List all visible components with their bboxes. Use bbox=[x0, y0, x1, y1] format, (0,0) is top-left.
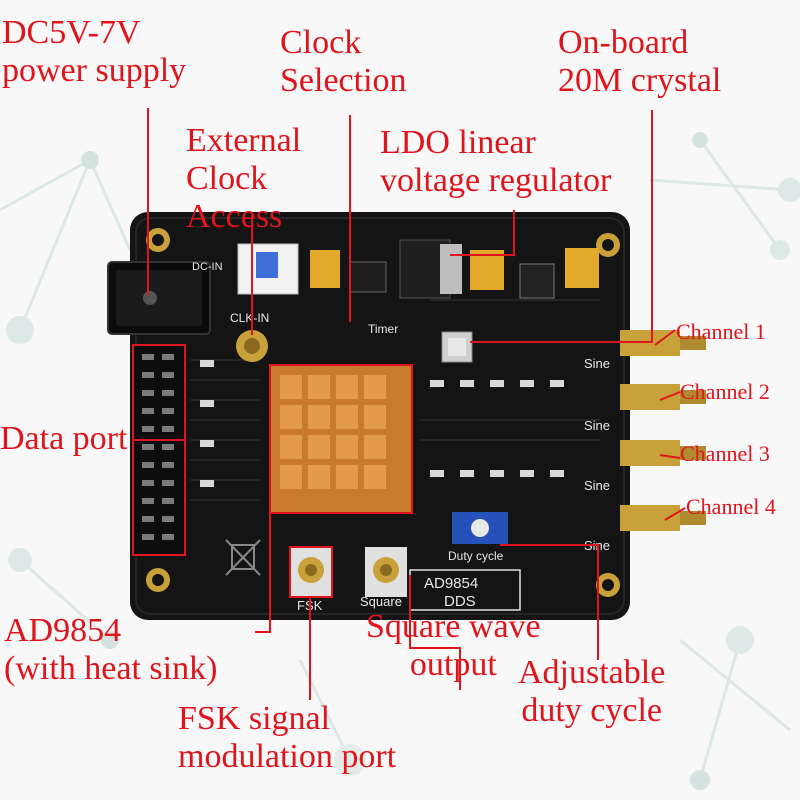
callout-channel-3: Channel 3 bbox=[680, 441, 770, 466]
callout-clock-selection-line2: Selection bbox=[280, 62, 407, 100]
sma-clk-in bbox=[236, 330, 268, 362]
dc-jack bbox=[107, 261, 211, 335]
silk-dc-in: DC-IN bbox=[192, 261, 223, 273]
sma-fsk-square bbox=[289, 546, 407, 598]
silk-sine-2: Sine bbox=[584, 418, 610, 433]
duty-cycle-potentiometer bbox=[452, 512, 508, 544]
data-port-header bbox=[132, 344, 186, 556]
callout-crystal-line1: On-board bbox=[558, 24, 689, 61]
callout-ad9854-line1: AD9854 bbox=[4, 612, 122, 649]
callout-clock-selection: Clock Selection bbox=[280, 24, 407, 100]
callout-ad9854-line2: (with heat sink) bbox=[4, 650, 218, 688]
silk-clk-in: CLK-IN bbox=[230, 311, 269, 325]
silk-square: Square bbox=[360, 594, 402, 609]
callout-power: DC5V-7V power supply bbox=[2, 14, 186, 90]
silk-sine-1: Sine bbox=[584, 356, 610, 371]
callout-ldo-line2: voltage regulator bbox=[380, 162, 612, 200]
callout-crystal-line2: 20M crystal bbox=[558, 62, 722, 100]
background-network bbox=[0, 132, 800, 790]
callout-power-line1: DC5V-7V bbox=[2, 14, 141, 51]
callout-ldo: LDO linear voltage regulator bbox=[380, 124, 611, 200]
silk-chip-line2: DDS bbox=[444, 593, 476, 610]
clock-select-jumper bbox=[237, 243, 299, 295]
callout-external-clock: External Clock Access bbox=[186, 122, 301, 236]
callout-channel-1: Channel 1 bbox=[676, 319, 766, 344]
callout-external-clock-line3: Access bbox=[186, 198, 283, 236]
heatsink bbox=[269, 364, 413, 514]
callout-crystal: On-board 20M crystal bbox=[558, 24, 721, 100]
callout-data-port: Data port bbox=[0, 420, 128, 457]
callout-external-clock-line2: Clock bbox=[186, 160, 268, 198]
callout-fsk-line1: FSK signal bbox=[178, 700, 331, 737]
callout-fsk: FSK signal modulation port bbox=[178, 700, 396, 776]
silk-chip-line1: AD9854 bbox=[424, 575, 478, 592]
callout-ad9854: AD9854 (with heat sink) bbox=[4, 612, 217, 688]
callout-duty-cycle-line2: duty cycle bbox=[521, 692, 662, 730]
weee-mark-icon bbox=[225, 539, 261, 576]
silk-sine-3: Sine bbox=[584, 478, 610, 493]
callout-square-wave-line1: Square wave bbox=[366, 608, 541, 645]
crystal bbox=[441, 331, 473, 363]
callout-square-wave-line2: output bbox=[409, 646, 497, 684]
callout-channel-2: Channel 2 bbox=[680, 379, 770, 404]
callout-ldo-line1: LDO linear bbox=[380, 124, 536, 161]
callout-duty-cycle-line1: Adjustable bbox=[518, 654, 666, 691]
callout-square-wave: Square wave output bbox=[366, 608, 541, 684]
callout-external-clock-line1: External bbox=[186, 122, 302, 159]
callout-duty-cycle: Adjustable duty cycle bbox=[518, 654, 665, 730]
mounting-holes bbox=[146, 228, 620, 597]
callout-channel-4: Channel 4 bbox=[686, 494, 776, 519]
callout-power-line2: power supply bbox=[2, 52, 187, 90]
silk-timer: Timer bbox=[368, 322, 398, 336]
callout-fsk-line2: modulation port bbox=[178, 738, 397, 776]
callout-lines bbox=[133, 108, 686, 700]
silk-duty-cycle: Duty cycle bbox=[448, 549, 504, 563]
callout-clock-selection-line1: Clock bbox=[280, 24, 362, 61]
